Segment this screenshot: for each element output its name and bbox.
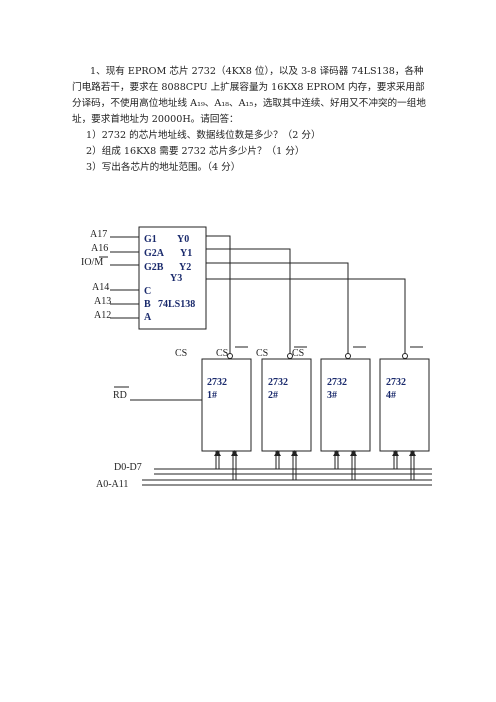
input-label-a17: A17	[90, 229, 107, 240]
pin-a: A	[144, 312, 152, 323]
chip-box-3	[320, 358, 371, 452]
pin-y1: Y1	[180, 248, 192, 259]
chip-box-1	[201, 358, 252, 452]
chip-2-part: 2732	[268, 377, 288, 388]
pin-g2b: G2B	[144, 262, 164, 273]
cs-label-1: CS	[175, 348, 187, 359]
chip-1-part: 2732	[207, 377, 227, 388]
chip-4-part: 2732	[386, 377, 406, 388]
rd-label: RD	[113, 390, 127, 401]
input-label-a12: A12	[94, 310, 111, 321]
input-label-a13: A13	[94, 296, 111, 307]
cs-label-4: CS	[292, 348, 304, 359]
question-stem: 1、现有 EPROM 芯片 2732（4KX8 位），以及 3-8 译码器 74…	[72, 66, 426, 125]
chip-3-index: 3#	[327, 390, 337, 401]
input-label-a16: A16	[91, 243, 108, 254]
pin-g2a: G2A	[144, 248, 165, 259]
chip-3-part: 2732	[327, 377, 347, 388]
cs-label-2: CS	[216, 348, 228, 359]
question-block: 1、现有 EPROM 芯片 2732（4KX8 位），以及 3-8 译码器 74…	[72, 64, 432, 176]
cs-label-3: CS	[256, 348, 268, 359]
pin-y3: Y3	[170, 273, 182, 284]
input-label-a14: A14	[92, 282, 109, 293]
pin-b: B	[144, 299, 151, 310]
decoder-box	[138, 226, 207, 330]
pin-c: C	[144, 286, 151, 297]
question-item-2: 2）组成 16KX8 需要 2732 芯片多少片？（1 分）	[86, 146, 305, 157]
input-label-iom: IO/M	[81, 257, 103, 268]
decoder-part-label: 74LS138	[158, 299, 195, 310]
pin-y2: Y2	[179, 262, 191, 273]
pin-g1: G1	[144, 234, 157, 245]
chip-2-index: 2#	[268, 390, 278, 401]
chip-4-index: 4#	[386, 390, 396, 401]
pin-y0: Y0	[177, 234, 189, 245]
question-item-1: 1）2732 的芯片地址线、数据线位数是多少？（2 分）	[86, 130, 321, 141]
chip-1-index: 1#	[207, 390, 217, 401]
question-item-3: 3）写出各芯片的地址范围。（4 分）	[86, 162, 241, 173]
bus-label-address: A0-A11	[96, 479, 128, 490]
bus-label-data: D0-D7	[114, 462, 142, 473]
chip-box-4	[379, 358, 430, 452]
chip-box-2	[261, 358, 312, 452]
